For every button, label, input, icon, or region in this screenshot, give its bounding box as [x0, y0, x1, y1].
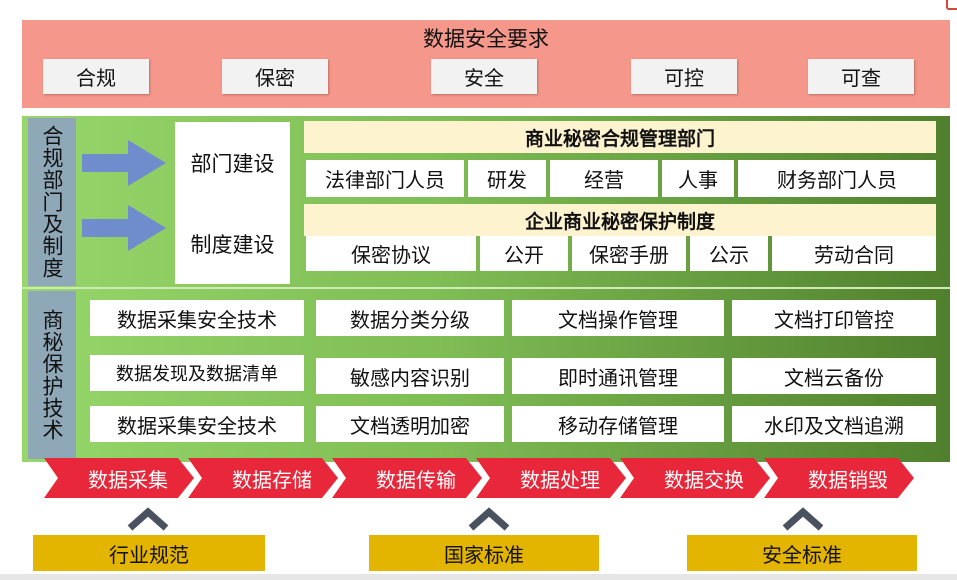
tech-cell: 数据发现及数据清单: [90, 355, 304, 391]
lifecycle-label: 数据传输: [376, 467, 456, 492]
compliance-side-label: 合规部门及制度: [28, 118, 76, 286]
lifecycle-step-destroy: 数据销毁: [764, 458, 914, 498]
dept-cell-hr: 人事: [662, 160, 734, 197]
lifecycle-label: 数据销毁: [808, 467, 888, 492]
tech-cell: 文档透明加密: [316, 406, 504, 442]
chevron-up-icon: [127, 507, 169, 531]
arrow-right-icon: [82, 140, 166, 186]
tech-cell: 数据分类分级: [316, 300, 504, 336]
chevron-up-icon: [782, 507, 824, 531]
lifecycle-step-exchange: 数据交换: [620, 458, 770, 498]
requirement-confidential: 保密: [222, 59, 328, 94]
lifecycle-step-store: 数据存储: [188, 458, 338, 498]
requirement-compliance: 合规: [43, 59, 149, 94]
lifecycle-label: 数据采集: [88, 467, 168, 492]
policy-cell-handbook: 保密手册: [572, 236, 686, 271]
tech-cell: 文档打印管控: [732, 300, 936, 336]
arrow-right-icon: [82, 205, 166, 251]
tech-cell: 文档操作管理: [512, 300, 724, 336]
lifecycle-step-process: 数据处理: [476, 458, 626, 498]
standard-national: 国家标准: [369, 535, 599, 571]
protection-side-label: 商秘保护技术: [28, 291, 76, 459]
requirement-controllable: 可控: [631, 59, 737, 94]
policy-cell-nda: 保密协议: [306, 236, 476, 271]
corner-mark: [946, 0, 957, 10]
requirement-traceable: 可查: [808, 59, 914, 94]
lifecycle-label: 数据处理: [520, 467, 600, 492]
chevron-up-icon: [468, 507, 510, 531]
lifecycle-label: 数据交换: [664, 467, 744, 492]
tech-cell: 数据采集安全技术: [90, 300, 304, 336]
dept-cell-legal: 法律部门人员: [306, 160, 464, 197]
tech-cell: 数据采集安全技术: [90, 406, 304, 442]
lifecycle-label: 数据存储: [232, 467, 312, 492]
lifecycle-step-collect: 数据采集: [44, 458, 194, 498]
requirement-security: 安全: [431, 59, 537, 94]
lifecycle-step-transfer: 数据传输: [332, 458, 482, 498]
bottom-strip: [0, 574, 957, 580]
policy-cell-notice: 公示: [690, 236, 768, 271]
policy-header: 企业商业秘密保护制度: [304, 204, 936, 236]
tech-cell: 水印及文档追溯: [732, 406, 936, 442]
policy-building: 制度建设: [175, 204, 290, 284]
dept-cell-operations: 经营: [550, 160, 658, 197]
panel-divider: [22, 287, 950, 289]
tech-cell: 文档云备份: [732, 358, 936, 394]
requirements-title: 数据安全要求: [423, 27, 549, 51]
policy-cell-disclosure: 公开: [480, 236, 568, 271]
department-building: 部门建设: [175, 122, 290, 204]
tech-cell: 敏感内容识别: [316, 358, 504, 394]
dept-cell-rnd: 研发: [468, 160, 546, 197]
policy-cell-labor-contract: 劳动合同: [772, 236, 936, 271]
standard-security: 安全标准: [687, 535, 917, 571]
standard-industry: 行业规范: [33, 535, 265, 571]
department-header: 商业秘密合规管理部门: [304, 121, 936, 153]
tech-cell: 移动存储管理: [512, 406, 724, 442]
tech-cell: 即时通讯管理: [512, 358, 724, 394]
dept-cell-finance: 财务部门人员: [738, 160, 936, 197]
